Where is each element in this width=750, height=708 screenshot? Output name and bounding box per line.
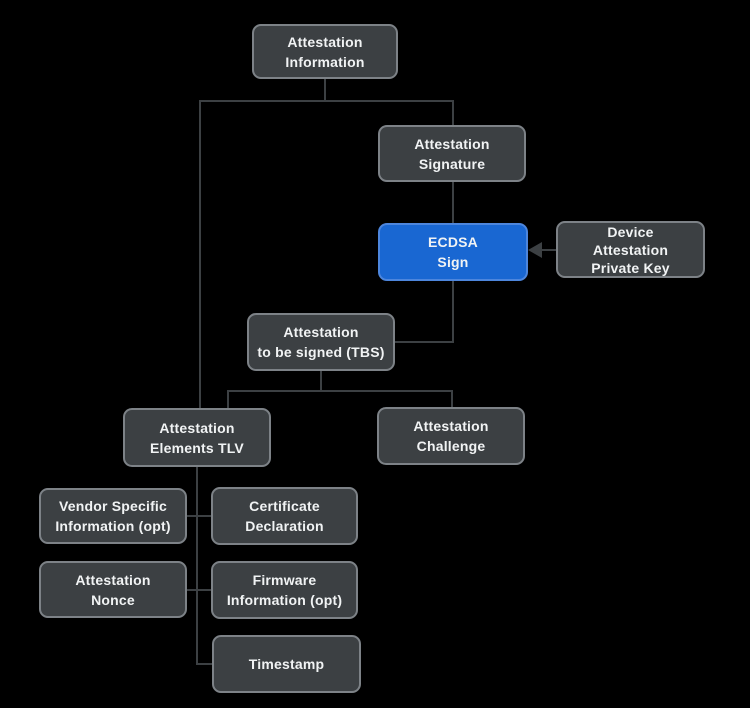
- connector-nonce-firmware: [187, 589, 211, 591]
- node-attestation-challenge: Attestation Challenge: [377, 407, 525, 465]
- connector-top-branch: [199, 100, 454, 102]
- connector-tlv-spine: [196, 467, 198, 665]
- connector-signature-to-ecdsa: [452, 182, 454, 223]
- node-attestation-information: Attestation Information: [252, 24, 398, 79]
- node-firmware-information: Firmware Information (opt): [211, 561, 358, 619]
- node-ecdsa-sign: ECDSA Sign: [378, 223, 528, 281]
- node-attestation-to-be-signed-tbs: Attestation to be signed (TBS): [247, 313, 395, 371]
- node-attestation-signature: Attestation Signature: [378, 125, 526, 182]
- connector-branch-to-challenge: [451, 390, 453, 407]
- connector-spine-to-timestamp: [196, 663, 212, 665]
- connector-privatekey-to-ecdsa: [541, 249, 556, 251]
- node-vendor-specific-information: Vendor Specific Information (opt): [39, 488, 187, 544]
- connector-branch-to-signature: [452, 100, 454, 125]
- connector-info-down: [324, 79, 326, 100]
- node-timestamp: Timestamp: [212, 635, 361, 693]
- connector-branch-to-tlv: [227, 390, 229, 408]
- node-attestation-elements-tlv: Attestation Elements TLV: [123, 408, 271, 467]
- node-device-attestation-private-key: Device Attestation Private Key: [556, 221, 705, 278]
- connector-vendor-certificate: [187, 515, 211, 517]
- connector-tbs-branch: [227, 390, 453, 392]
- connector-tbs-down: [320, 371, 322, 392]
- connector-ecdsa-down: [452, 281, 454, 343]
- node-attestation-nonce: Attestation Nonce: [39, 561, 187, 618]
- node-certificate-declaration: Certificate Declaration: [211, 487, 358, 545]
- connector-branch-to-elements-tlv: [199, 100, 201, 408]
- arrow-head-icon: [528, 242, 542, 258]
- connector-ecdsa-to-tbs: [395, 341, 454, 343]
